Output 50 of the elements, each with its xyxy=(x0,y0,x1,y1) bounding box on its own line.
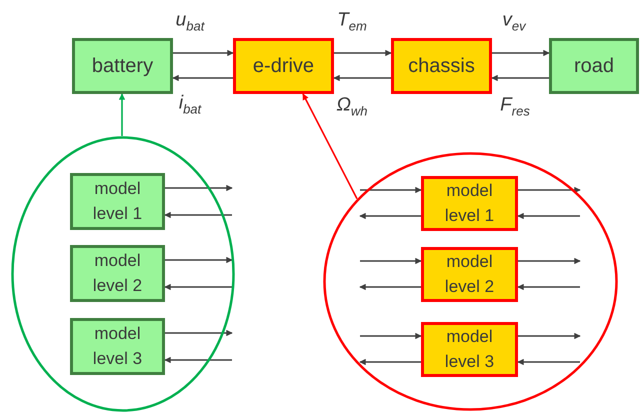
arrow xyxy=(518,332,581,340)
arrow xyxy=(517,284,580,290)
arrow xyxy=(165,184,233,192)
box-label: road xyxy=(574,54,614,78)
model-group-ellipse xyxy=(323,152,618,411)
model-box xyxy=(421,176,518,231)
arrow xyxy=(164,212,232,218)
arrow xyxy=(517,212,580,220)
arrow xyxy=(165,330,233,336)
arrow xyxy=(334,50,392,56)
arrow xyxy=(360,258,422,264)
box-label: model level 1 xyxy=(444,180,496,226)
block-box xyxy=(549,38,639,94)
arrow xyxy=(302,93,358,200)
arrow xyxy=(333,74,391,82)
arrow xyxy=(165,256,233,264)
block-box xyxy=(391,38,492,94)
box-label: model level 1 xyxy=(92,178,144,224)
arrow xyxy=(359,212,421,220)
arrow xyxy=(359,284,421,290)
arrow xyxy=(360,186,422,194)
arrow xyxy=(118,93,126,136)
model-box xyxy=(421,247,518,302)
arrow xyxy=(360,332,422,340)
signal-label: i$_{bat}$ xyxy=(176,93,204,117)
arrow xyxy=(164,356,232,364)
box-label: e-drive xyxy=(252,54,314,78)
arrow xyxy=(518,258,581,264)
arrow xyxy=(172,74,233,82)
block-box xyxy=(72,38,173,94)
box-label: model level 3 xyxy=(92,322,144,370)
arrow xyxy=(491,74,549,82)
model-box xyxy=(421,322,518,377)
model-box xyxy=(70,173,165,230)
arrow xyxy=(492,50,550,56)
arrow xyxy=(173,50,234,56)
arrow xyxy=(518,186,581,194)
arrow xyxy=(359,358,421,366)
arrow xyxy=(517,358,580,366)
box-label: chassis xyxy=(408,54,475,78)
block-box xyxy=(233,38,334,94)
box-label: model level 2 xyxy=(444,250,496,298)
arrow xyxy=(164,284,232,290)
box-label: model level 3 xyxy=(444,326,496,372)
box-label: battery xyxy=(92,54,154,78)
signal-label: F$_{res}$ xyxy=(498,95,532,119)
model-box xyxy=(70,318,165,375)
model-group-ellipse xyxy=(11,136,235,412)
model-box xyxy=(70,245,165,302)
box-label: model level 2 xyxy=(92,250,144,296)
